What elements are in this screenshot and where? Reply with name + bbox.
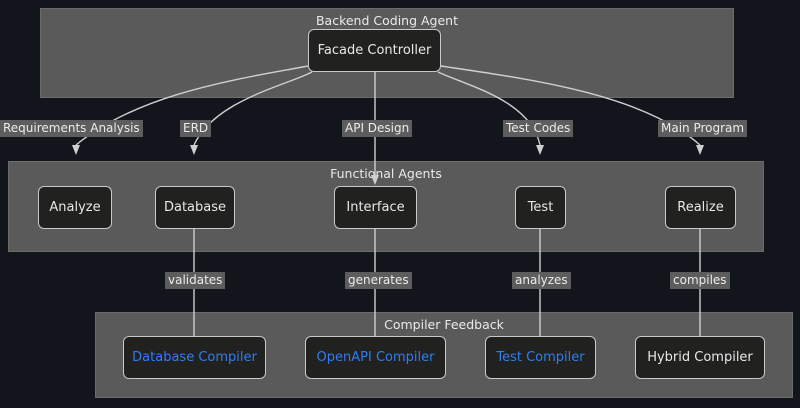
node-test[interactable]: Test bbox=[515, 186, 566, 229]
node-openapi-compiler[interactable]: OpenAPI Compiler bbox=[305, 336, 446, 379]
subgraph-backend-coding-agent: Backend Coding Agent bbox=[40, 8, 734, 98]
subgraph-title-backend: Backend Coding Agent bbox=[315, 13, 459, 28]
edge-label-requirements-analysis: Requirements Analysis bbox=[0, 120, 143, 137]
node-interface[interactable]: Interface bbox=[334, 186, 417, 229]
edge-label-generates: generates bbox=[345, 272, 412, 289]
node-facade-controller[interactable]: Facade Controller bbox=[308, 29, 441, 72]
edge-label-validates: validates bbox=[165, 272, 226, 289]
edge-label-test-codes: Test Codes bbox=[503, 120, 574, 137]
node-database-compiler[interactable]: Database Compiler bbox=[123, 336, 266, 379]
node-test-compiler[interactable]: Test Compiler bbox=[485, 336, 596, 379]
node-analyze[interactable]: Analyze bbox=[38, 186, 112, 229]
node-realize[interactable]: Realize bbox=[665, 186, 736, 229]
node-database[interactable]: Database bbox=[155, 186, 235, 229]
subgraph-title-compiler: Compiler Feedback bbox=[384, 317, 504, 332]
edge-label-compiles: compiles bbox=[670, 272, 730, 289]
subgraph-title-functional: Functional Agents bbox=[330, 166, 442, 181]
edge-label-main-program: Main Program bbox=[658, 120, 748, 137]
subgraph-functional-agents: Functional Agents bbox=[8, 161, 764, 252]
edge-label-erd: ERD bbox=[180, 120, 212, 137]
node-hybrid-compiler[interactable]: Hybrid Compiler bbox=[635, 336, 765, 379]
edge-label-analyzes: analyzes bbox=[512, 272, 571, 289]
edge-label-api-design: API Design bbox=[342, 120, 413, 137]
